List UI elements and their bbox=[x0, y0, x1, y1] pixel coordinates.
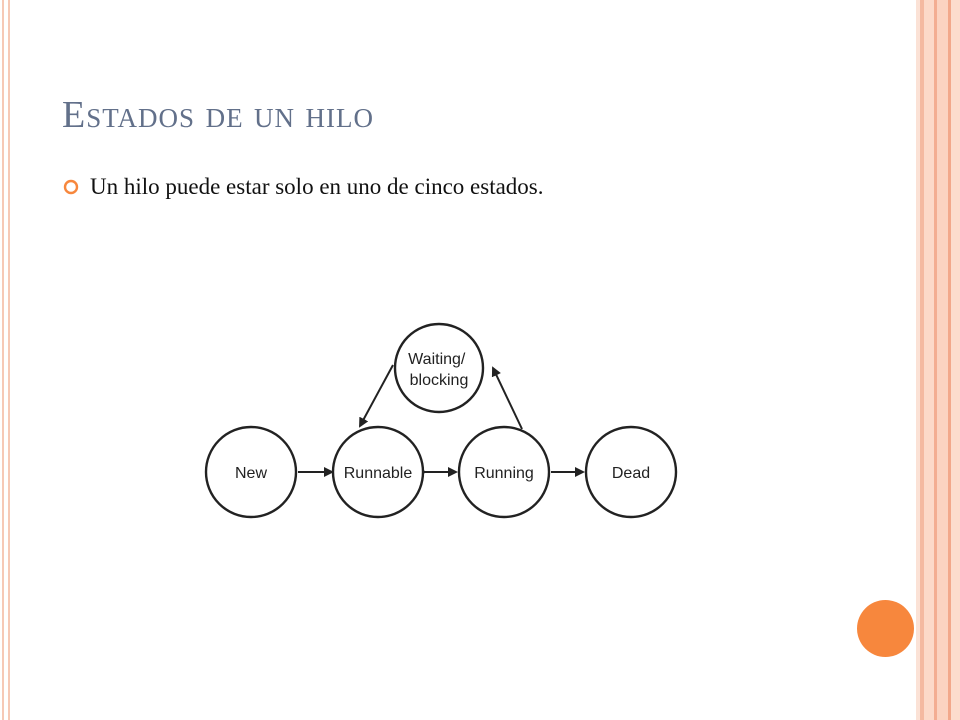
state-runnable: Runnable bbox=[331, 425, 425, 519]
svg-text:Waiting/ blocking: Waiting/ blocking bbox=[408, 351, 470, 389]
svg-text:Dead: Dead bbox=[612, 465, 650, 482]
state-waiting-blocking: Waiting/ blocking bbox=[393, 322, 485, 414]
left-frame-border bbox=[0, 0, 10, 720]
circle-bullet-icon bbox=[63, 179, 79, 195]
transition-running-waiting bbox=[491, 366, 523, 430]
transition-waiting-runnable bbox=[359, 364, 394, 428]
state-dead: Dead bbox=[584, 425, 678, 519]
bullet-text: Un hilo puede estar solo en uno de cinco… bbox=[90, 174, 544, 199]
bullet-item: Un hilo puede estar solo en uno de cinco… bbox=[62, 174, 544, 200]
svg-text:New: New bbox=[235, 465, 267, 482]
state-new: New bbox=[204, 425, 298, 519]
state-running: Running bbox=[457, 425, 551, 519]
left-frame-line bbox=[2, 0, 4, 720]
svg-text:Running: Running bbox=[474, 465, 534, 482]
decorative-orange-circle bbox=[857, 600, 914, 657]
right-decorative-band bbox=[916, 0, 960, 720]
thread-state-diagram: Waiting/ blocking New Runnable Running D… bbox=[204, 322, 678, 519]
slide-title: Estados de un hilo bbox=[62, 94, 375, 136]
svg-text:Runnable: Runnable bbox=[344, 465, 413, 482]
